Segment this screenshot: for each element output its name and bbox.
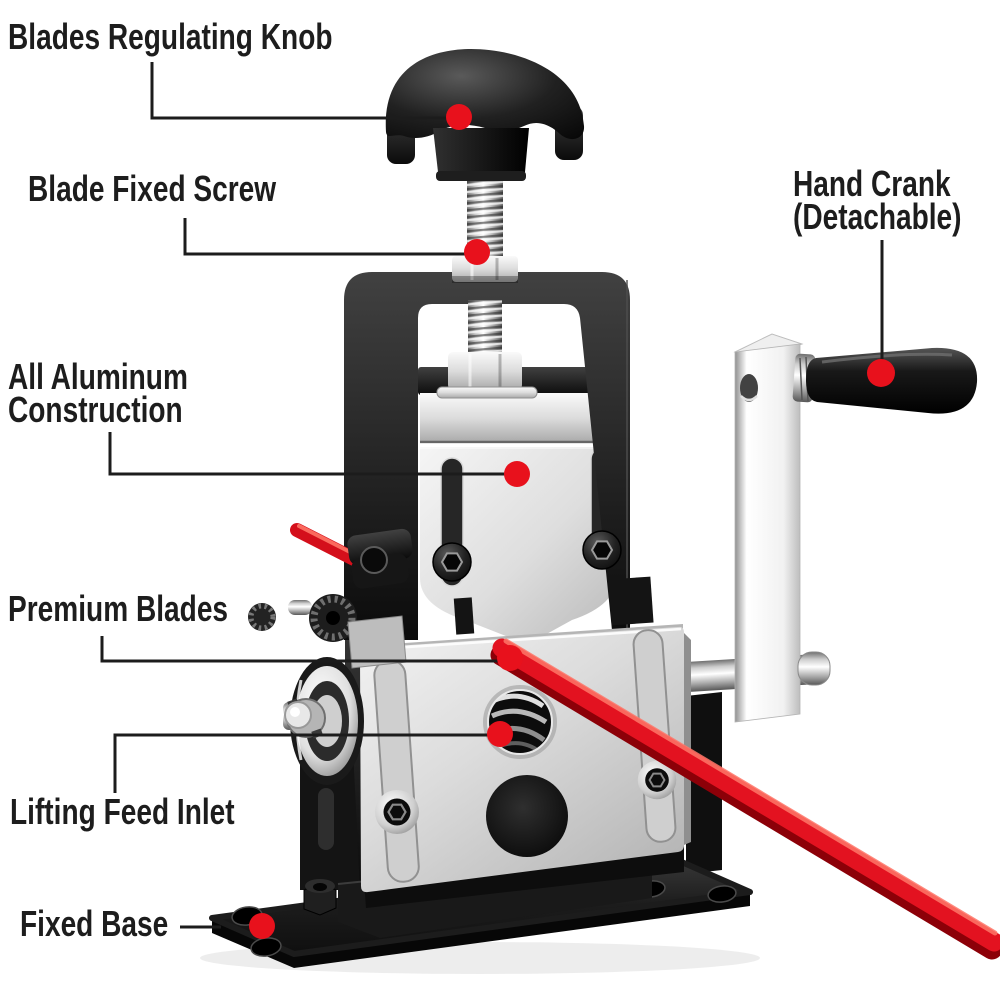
dot-blade-fixed-screw	[464, 239, 490, 265]
annotations	[100, 62, 895, 939]
slot-bolt-left	[432, 542, 472, 582]
leader-blade-fixed-screw	[183, 218, 467, 256]
leader-premium-blades	[100, 636, 501, 663]
column-hole	[740, 374, 758, 402]
frame-yoke	[344, 272, 630, 640]
dot-fixed-base	[249, 913, 275, 939]
dot-blades-regulating-knob	[446, 104, 472, 130]
lower-hole	[486, 775, 568, 857]
label-lifting-feed-inlet: Lifting Feed Inlet	[10, 791, 298, 832]
leader-blades-regulating-knob	[150, 62, 449, 120]
label-blades-regulating-knob: Blades Regulating Knob	[8, 16, 424, 57]
label-text-line1: All Aluminum	[8, 356, 188, 397]
label-text-line1: Hand Crank	[793, 163, 951, 204]
label-text: Blade Fixed Screw	[28, 168, 277, 209]
aluminum-block	[420, 393, 617, 642]
crank-arm-column	[733, 333, 804, 723]
label-text: Blades Regulating Knob	[8, 16, 333, 57]
dot-lifting-feed-inlet	[487, 721, 513, 747]
leader-lifting-feed-inlet	[113, 733, 491, 793]
hex-standoff	[303, 879, 337, 916]
label-premium-blades: Premium Blades	[8, 588, 290, 629]
label-text: Fixed Base	[20, 903, 169, 944]
label-text-line2: (Detachable)	[793, 196, 962, 237]
label-text: Premium Blades	[8, 588, 229, 629]
dot-premium-blades	[497, 645, 523, 671]
fixed-base	[209, 852, 753, 968]
wire-segment-upper	[290, 523, 361, 566]
wire-main	[490, 638, 1000, 960]
label-fixed-base: Fixed Base	[20, 903, 210, 944]
dot-hand-crank	[867, 359, 895, 387]
crank-shaft-tip	[797, 651, 831, 686]
feed-gears	[248, 594, 357, 642]
blade-fixed-screw-assembly	[436, 300, 538, 399]
slot-bolt-right	[582, 530, 622, 570]
label-text-line2: Construction	[8, 389, 183, 430]
plate-bolt-left	[373, 788, 421, 836]
leader-all-aluminum	[108, 432, 508, 476]
label-all-aluminum-construction: All Aluminum Construction	[8, 356, 239, 430]
bearing-pulley	[283, 657, 364, 785]
label-text: Lifting Feed Inlet	[10, 791, 235, 832]
label-hand-crank: Hand Crank (Detachable)	[793, 163, 1000, 237]
label-blade-fixed-screw: Blade Fixed Screw	[28, 168, 346, 209]
wire-clamp	[347, 528, 413, 589]
blades-regulating-knob	[385, 48, 585, 283]
dot-all-aluminum	[504, 461, 530, 487]
